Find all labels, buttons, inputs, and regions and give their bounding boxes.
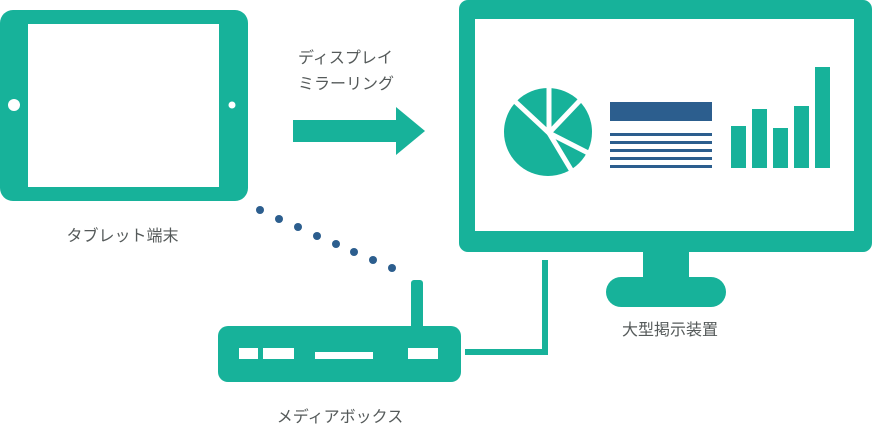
router-icon xyxy=(218,280,461,382)
screen-pie-chart xyxy=(503,87,593,177)
wired-connection xyxy=(465,260,555,360)
monitor-icon xyxy=(459,0,872,307)
pie-chart-icon xyxy=(503,87,593,177)
mirroring-label-line2: ミラーリング xyxy=(298,74,395,93)
bar-chart-icon xyxy=(731,67,830,168)
dotted-line-icon xyxy=(256,206,396,272)
wireless-connection xyxy=(250,200,410,280)
cable-icon xyxy=(465,260,548,355)
text-lines-icon xyxy=(610,102,712,168)
screen-bar-chart xyxy=(731,66,831,170)
tablet-label: タブレット端末 xyxy=(66,226,179,245)
display-label: 大型掲示装置 xyxy=(621,320,718,339)
media-box xyxy=(218,280,463,384)
arrow-right-icon xyxy=(293,107,425,155)
tablet-icon xyxy=(0,10,248,201)
mirroring-arrow xyxy=(293,107,425,155)
mirroring-label-line1: ディスプレイ xyxy=(298,48,393,67)
large-display xyxy=(458,0,872,310)
screen-text-block xyxy=(610,102,713,170)
tablet xyxy=(0,10,250,202)
media-box-label: メディアボックス xyxy=(276,407,404,426)
